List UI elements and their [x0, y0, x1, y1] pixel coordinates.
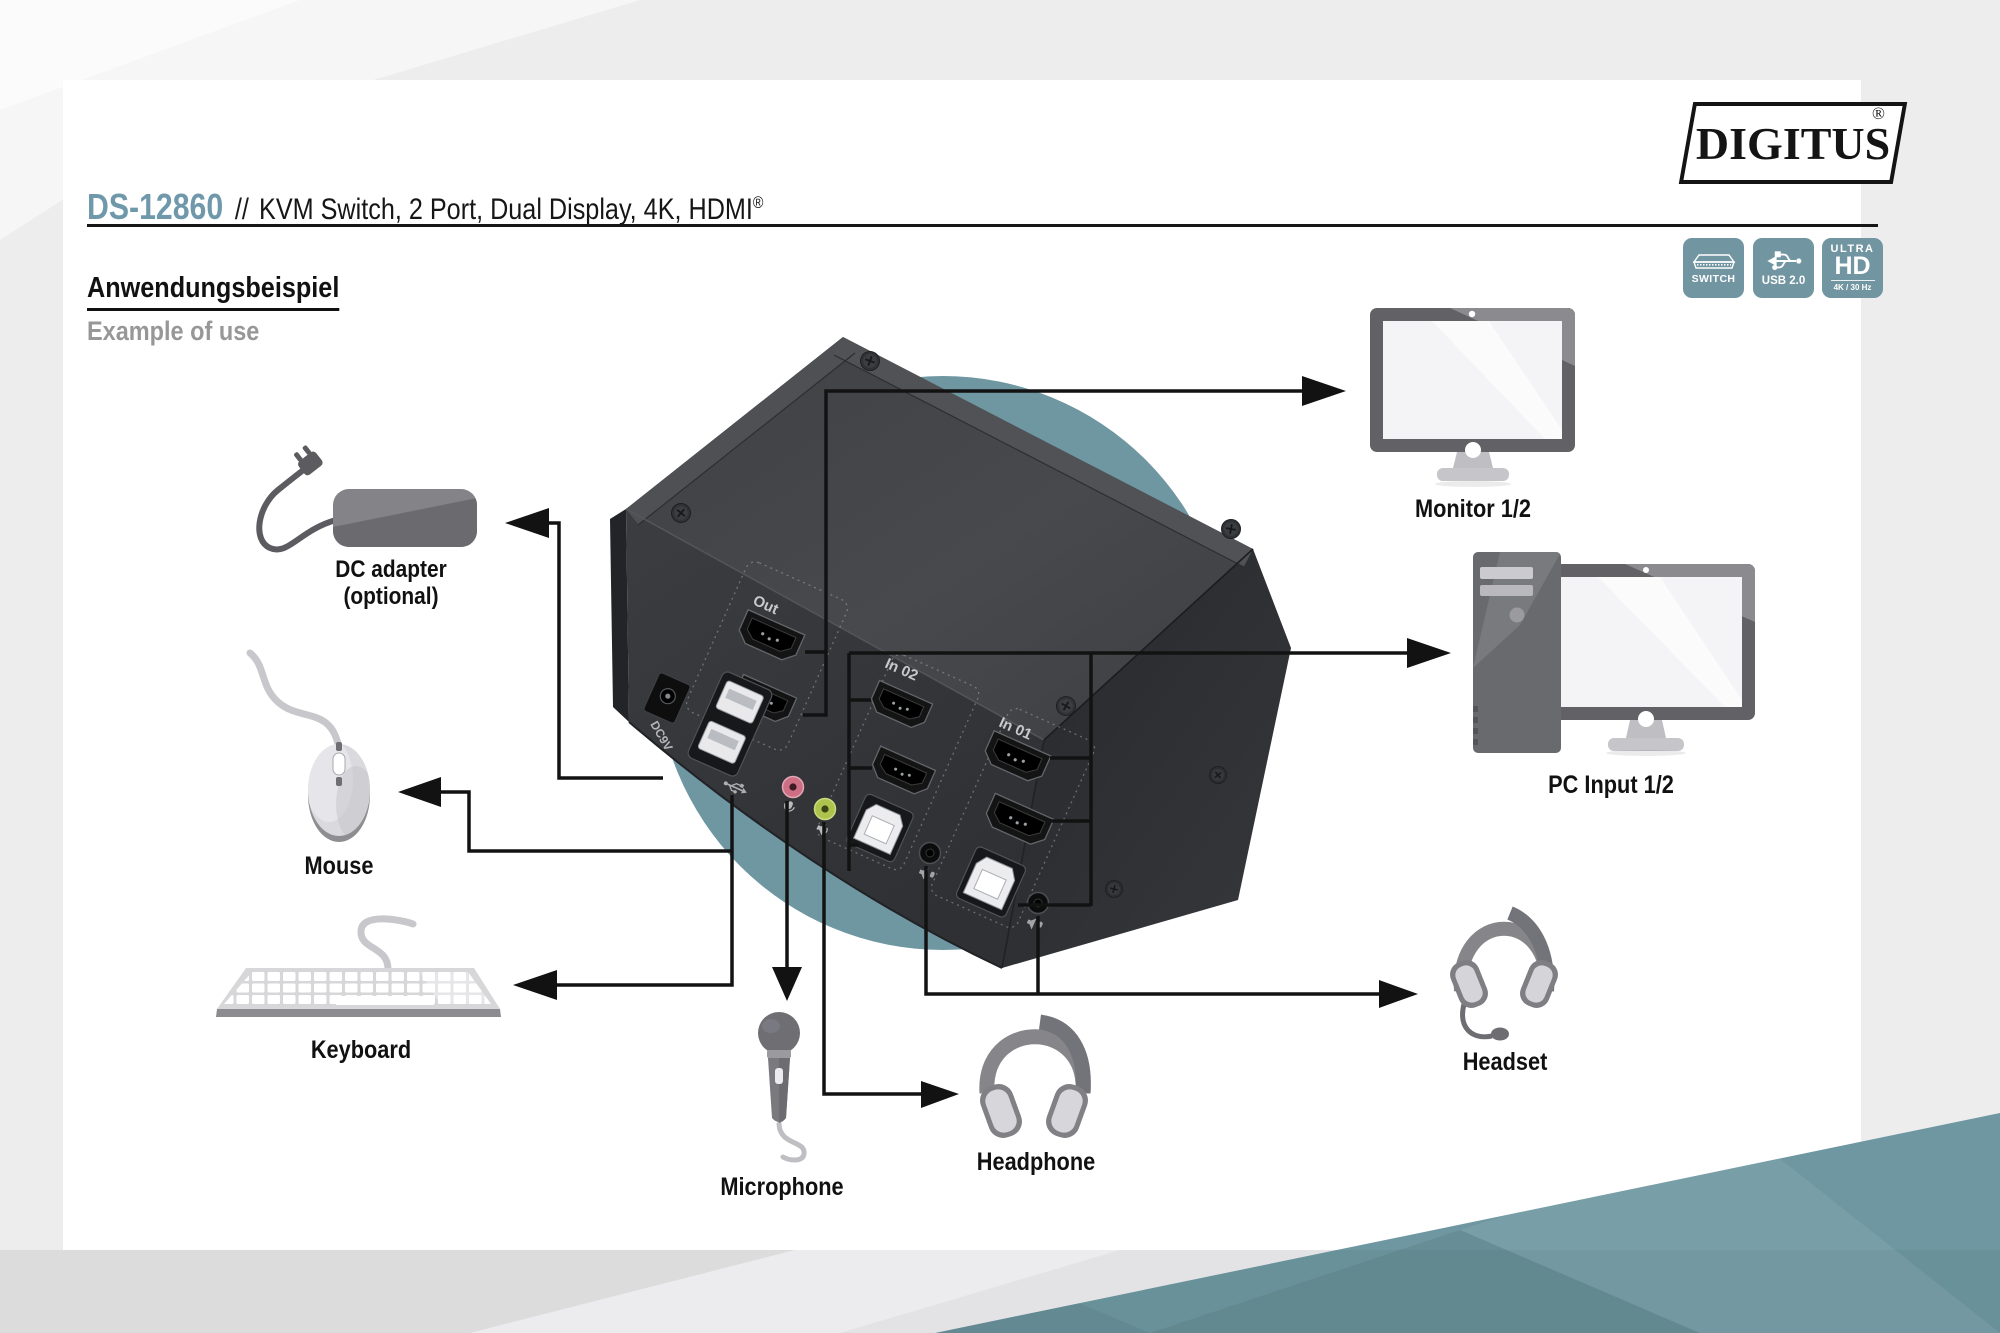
product-title: KVM Switch, 2 Port, Dual Display, 4K, HD… — [259, 193, 764, 226]
hdmi-in02-port-1 — [870, 679, 934, 729]
mouse-label: Mouse — [304, 852, 374, 880]
digitus-logo-text: DIGITUS — [1695, 117, 1891, 169]
switch-icon — [1692, 253, 1735, 269]
header-rule — [87, 224, 1878, 227]
arrowhead-microphone — [772, 967, 802, 1001]
hdmi-in01-port-1 — [984, 729, 1052, 782]
arrowhead-headset — [1379, 980, 1418, 1008]
ultra-hd-badge: ULTRA HD 4K / 30 Hz — [1822, 238, 1883, 298]
keyboard-label: Keyboard — [310, 1036, 412, 1064]
uhd-badge-divider — [1830, 280, 1875, 282]
usb-icon — [723, 781, 747, 794]
usb-badge-label: USB 2.0 — [1761, 275, 1806, 287]
audio-out-jack — [813, 797, 837, 836]
usb-2-icon — [1766, 251, 1801, 271]
arrowhead-monitor — [1302, 376, 1346, 406]
digitus-logo-reg: ® — [1872, 104, 1885, 123]
microphone-label: Microphone — [720, 1173, 844, 1201]
switch-badge-label: SWITCH — [1691, 272, 1736, 285]
section-heading-de: Anwendungsbeispiel — [87, 272, 340, 311]
arrowhead-mouse — [398, 777, 441, 807]
dc-adapter-label: DC adapter (optional) — [335, 556, 447, 610]
title-separator: // — [234, 193, 249, 226]
pc-connector — [847, 651, 1409, 907]
usb-b-port-in02 — [846, 793, 914, 863]
monitor-icon — [1370, 308, 1575, 487]
headset-connector — [924, 866, 1381, 996]
usb-a-ports — [687, 671, 773, 777]
headphone-connector — [822, 822, 923, 1096]
arrowhead-pc — [1407, 638, 1451, 668]
keyboard-icon — [216, 915, 501, 1017]
pc-input-label: PC Input 1/2 — [1548, 771, 1674, 799]
product-code: DS-12860 — [87, 186, 224, 227]
monitor-connector — [803, 389, 1304, 717]
microphone-icon — [758, 1012, 807, 1163]
hdmi-out-port-1 — [738, 608, 806, 661]
arrowhead-keyboard — [513, 970, 557, 1000]
arrowhead-dc — [505, 508, 549, 538]
usb-b-port-in01 — [955, 846, 1027, 918]
title-reg-mark: ® — [752, 193, 764, 212]
product-title-row: DS-12860 // KVM Switch, 2 Port, Dual Displ… — [87, 186, 763, 228]
monitor-label: Monitor 1/2 — [1414, 495, 1532, 523]
headphone-label: Headphone — [976, 1148, 1096, 1176]
uhd-badge-line1: ULTRA — [1830, 242, 1875, 255]
screws — [671, 351, 1241, 898]
hdmi-in02-port-2 — [871, 745, 937, 795]
mouse-connector — [439, 790, 732, 853]
switch-badge: SWITCH — [1683, 238, 1744, 298]
section-heading-en: Example of use — [87, 316, 260, 346]
dc-adapter-icon — [256, 445, 477, 553]
dc-power-jack — [643, 672, 691, 724]
teal-wedge — [935, 1113, 2000, 1333]
headset-label: Headset — [1462, 1048, 1548, 1076]
keyboard-connector — [555, 795, 734, 987]
arrowhead-headphone — [921, 1081, 959, 1108]
pc-icon — [1473, 552, 1755, 756]
dc-connector — [547, 521, 663, 780]
headset-icon — [1450, 906, 1558, 1041]
uhd-badge-line2: HD — [1834, 251, 1871, 280]
usb-badge: USB 2.0 — [1753, 238, 1814, 298]
arrowheads — [398, 376, 1451, 1108]
headphone-icon — [979, 1014, 1091, 1138]
connector-lines — [439, 389, 1409, 1096]
uhd-badge-line3: 4K / 30 Hz — [1833, 283, 1872, 293]
